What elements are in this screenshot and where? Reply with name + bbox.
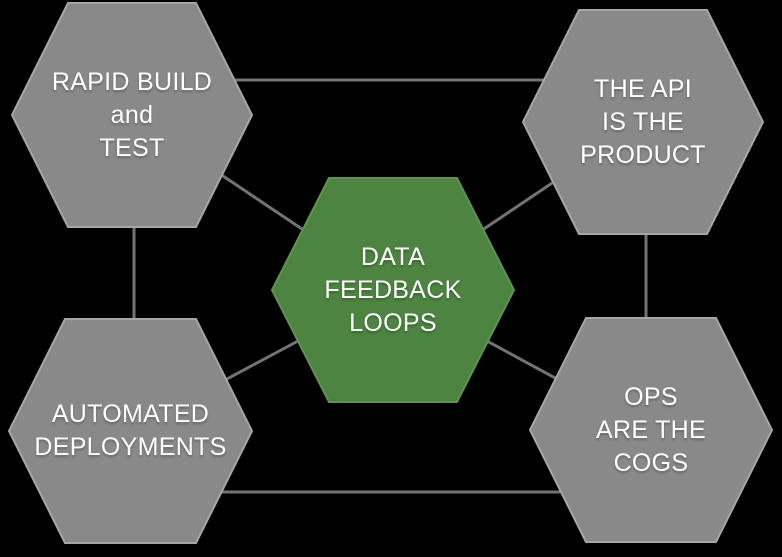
hexagon-rapid-build-and-test [10, 2, 254, 228]
hexagon-ops-are-the-cogs [528, 317, 774, 543]
hexagon-the-api-is-the-product [521, 9, 765, 235]
hexagon-shapes [7, 2, 774, 544]
hexagon-automated-deployments [7, 318, 254, 544]
hexagon-data-feedback-loops [270, 177, 516, 403]
